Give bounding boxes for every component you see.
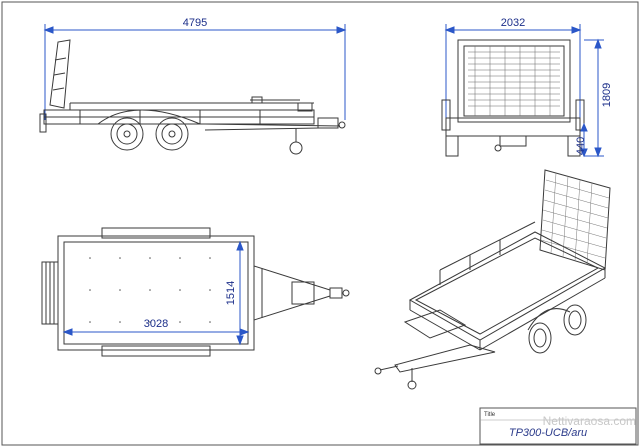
rear-height-label: 1809 xyxy=(601,83,613,107)
rear-wheel-right xyxy=(567,135,581,157)
rear-height-dimension xyxy=(584,38,604,158)
title-block-model: TP300-UCB/aru xyxy=(509,427,587,439)
side-view: 4795 xyxy=(39,17,347,155)
isometric-view xyxy=(374,169,611,390)
rear-width-label: 2032 xyxy=(501,17,525,29)
side-wheel-rear xyxy=(155,117,189,151)
side-length-dimension xyxy=(43,24,347,120)
iso-drawbar xyxy=(394,344,496,373)
iso-ramp-mesh xyxy=(539,169,611,271)
top-view: 3028 1514 xyxy=(41,227,350,357)
title-block: Title TP300-UCB/aru Nettivaraosa.com xyxy=(479,407,637,445)
watermark: Nettivaraosa.com xyxy=(543,414,636,428)
title-block-label: Title xyxy=(484,412,496,418)
rear-chassis xyxy=(445,117,581,137)
top-bed-length-label: 3028 xyxy=(144,318,168,330)
rear-bed-height-dimension xyxy=(580,122,588,158)
side-ramp xyxy=(49,39,71,109)
rear-bed-height-label: 440 xyxy=(575,137,587,155)
rear-wheel-left xyxy=(445,135,459,157)
iso-wheel-rear xyxy=(563,304,587,336)
side-length-label: 4795 xyxy=(183,17,207,29)
top-bed-width-dimension xyxy=(236,240,244,346)
iso-wheel-front xyxy=(528,322,552,354)
side-fender xyxy=(97,109,201,125)
rear-view: 2032 xyxy=(441,17,613,158)
top-bed-floor xyxy=(63,241,249,345)
top-bed-width-label: 1514 xyxy=(225,281,237,305)
rear-ramp-mesh xyxy=(457,39,571,123)
side-wheel-front xyxy=(110,117,144,151)
rear-width-dimension xyxy=(444,24,582,120)
side-jockey-wheel xyxy=(289,141,303,155)
